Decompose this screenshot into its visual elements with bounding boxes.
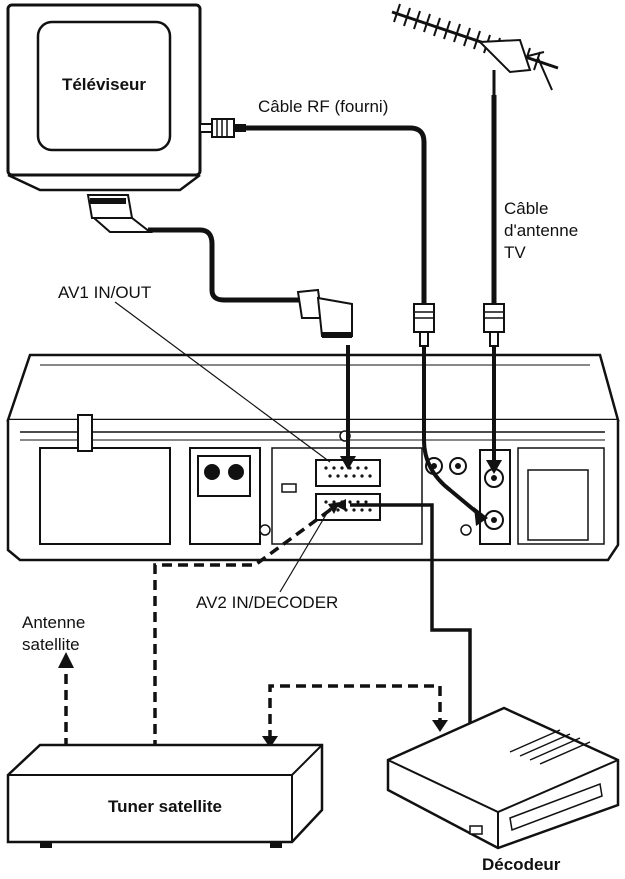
- av1-cable: [148, 227, 300, 303]
- sat-antenna-label-1: Antenne: [22, 613, 86, 632]
- antenna-cable-label-3: TV: [504, 243, 526, 262]
- rf-plug-vcr: [413, 303, 435, 347]
- dashed-connections: [64, 508, 442, 748]
- av1-label: AV1 IN/OUT: [58, 283, 152, 302]
- tv-label: Téléviseur: [61, 75, 147, 94]
- decoder-label: Décodeur: [482, 855, 561, 874]
- scart-plug-vcr-av1: [296, 288, 353, 338]
- rf-plug-tv: [199, 118, 246, 138]
- satellite-tuner: [6, 743, 324, 848]
- av2-pointer: [279, 507, 331, 593]
- decoder-cable: [350, 503, 472, 772]
- av1-pointer: [114, 301, 331, 463]
- tuner-label: Tuner satellite: [108, 797, 222, 816]
- antenna-plug-vcr: [483, 303, 505, 347]
- tv-antenna: [391, 3, 559, 95]
- scart-plug-tv: [86, 194, 153, 233]
- antenna-cable-label-1: Câble: [504, 199, 549, 218]
- rf-cable: [245, 125, 427, 305]
- rf-cable-label: Câble RF (fourni): [258, 97, 389, 116]
- television: [6, 3, 202, 192]
- antenna-cable-label-2: d'antenne: [504, 221, 579, 240]
- sat-antenna-label-2: satellite: [22, 635, 80, 654]
- decoder-box: [386, 706, 620, 850]
- vcr-back-panel: [6, 353, 620, 562]
- av2-label: AV2 IN/DECODER: [196, 593, 339, 612]
- connection-arrows: [346, 345, 496, 517]
